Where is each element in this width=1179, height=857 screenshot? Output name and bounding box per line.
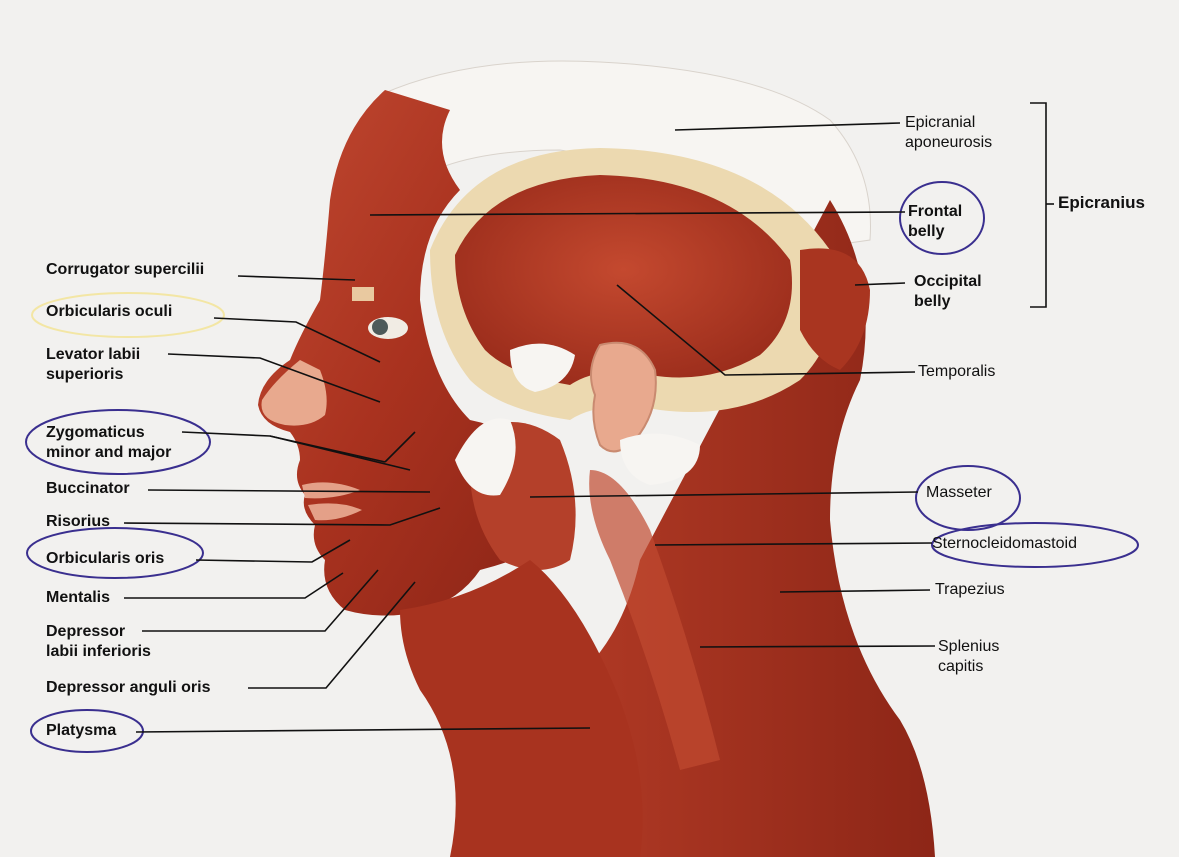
label-zygomaticus: Zygomaticus minor and major [46,424,172,461]
occipital-belly-shape [800,248,870,370]
leader-occipital [854,282,906,286]
pen-circle-zygomaticus [25,409,211,475]
leader-frontal [369,211,906,216]
leader-depressor-anguli [248,581,416,689]
label-orbicularis-oris: Orbicularis oris [46,550,165,567]
leader-lines [123,102,1054,733]
label-orbicularis-oculi: Orbicularis oculi [46,303,173,320]
label-risorius: Risorius [46,513,111,530]
leader-splenius [699,645,936,648]
leader-corrugator [237,275,356,281]
leader-platysma [135,727,591,733]
label-temporalis: Temporalis [918,363,996,380]
tendon-patch-upper [510,343,575,392]
label-depressor-anguli-oris: Depressor anguli oris [46,679,211,696]
leader-temporalis [616,284,916,376]
leader-risorius [123,507,441,526]
leader-orbicularis-oculi [213,317,381,363]
pen-circle-platysma [30,709,144,753]
leader-levator [167,353,381,403]
pen-circle-orbicularis-oculi [31,292,225,338]
leader-zygomatic-extra [269,435,411,471]
leader-epicranial [674,122,901,131]
leader-zygomaticus-major [384,431,416,463]
label-masseter: Masseter [926,484,992,501]
pen-circle-masseter [915,465,1021,531]
temporalis-shape [455,175,792,385]
sternocleidomastoid-band [589,470,720,770]
epicranius-bracket [1030,102,1047,308]
leader-orbicularis-oris [195,539,351,563]
label-frontal-belly: Frontal belly [908,203,963,240]
iris-shape [372,319,388,335]
label-occipital-belly: Occipital belly [914,273,982,310]
tendon-patch-neck [620,433,700,485]
label-epicranial-aponeurosis: Epicranial aponeurosis [905,114,993,151]
corrugator-patch [352,287,374,301]
label-buccinator: Buccinator [46,480,130,497]
leader-mentalis [124,572,344,599]
label-corrugator-supercilii: Corrugator supercilii [46,261,205,278]
label-splenius-capitis: Splenius capitis [938,638,1000,675]
neck-front-shape [400,560,643,857]
pen-circle-orbicularis-oris [26,527,204,579]
leader-masseter [529,491,919,498]
tendon-patch-jaw [455,418,516,496]
label-sternocleidomastoid: Sternocleidomastoid [932,535,1077,552]
label-mentalis: Mentalis [46,589,111,606]
leader-sternocleidomastoid [654,542,933,546]
pen-circle-frontal [899,181,985,255]
label-levator-labii-superioris: Levator labii superioris [46,346,141,383]
label-platysma: Platysma [46,722,117,739]
label-trapezius: Trapezius [935,581,1005,598]
leader-buccinator [147,489,431,493]
pen-circle-sternocleidomastoid [931,522,1139,568]
label-epicranius: Epicranius [1058,193,1145,212]
leader-depressor-labii [142,569,379,632]
label-depressor-labii-inferioris: Depressor labii inferioris [46,623,151,660]
leader-trapezius [779,589,931,593]
